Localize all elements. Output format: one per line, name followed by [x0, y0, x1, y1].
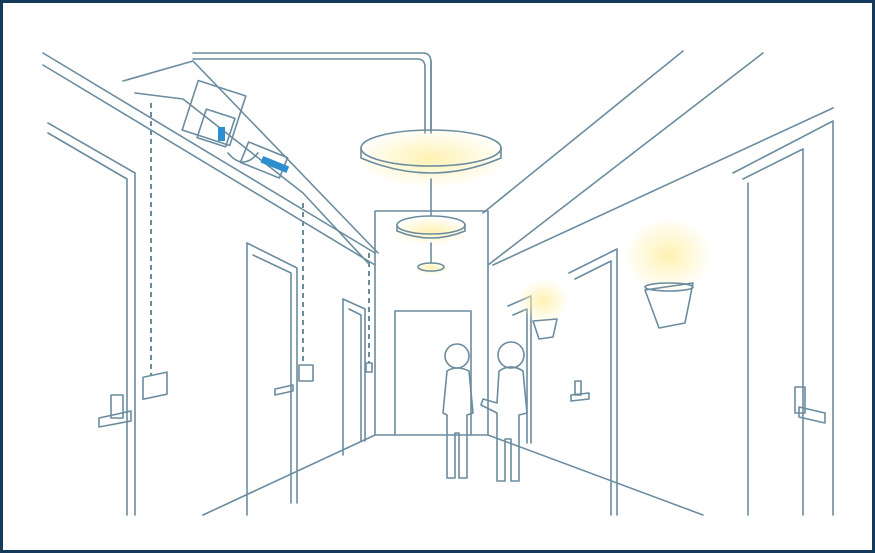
wall-switch-1 — [143, 372, 167, 399]
hallway-lighting-illustration — [3, 3, 872, 550]
ceiling-light-1 — [353, 61, 509, 188]
door-right-3 — [733, 121, 833, 515]
ceiling-light-2 — [391, 179, 471, 245]
wall-sconce-small — [517, 279, 569, 339]
wall-sconce-large — [623, 217, 713, 328]
wall-switches — [143, 103, 372, 399]
corridor-structure — [43, 51, 833, 515]
ceiling-light-3 — [413, 243, 449, 275]
wall-switch-2 — [299, 365, 313, 381]
wall-switch-3 — [366, 363, 372, 372]
door-right-2 — [569, 249, 617, 515]
controller-led-icon — [218, 127, 225, 141]
person-left — [443, 344, 473, 478]
door-left-1 — [48, 123, 135, 515]
door-handle-icon — [571, 393, 589, 401]
door-left-3 — [343, 299, 365, 455]
